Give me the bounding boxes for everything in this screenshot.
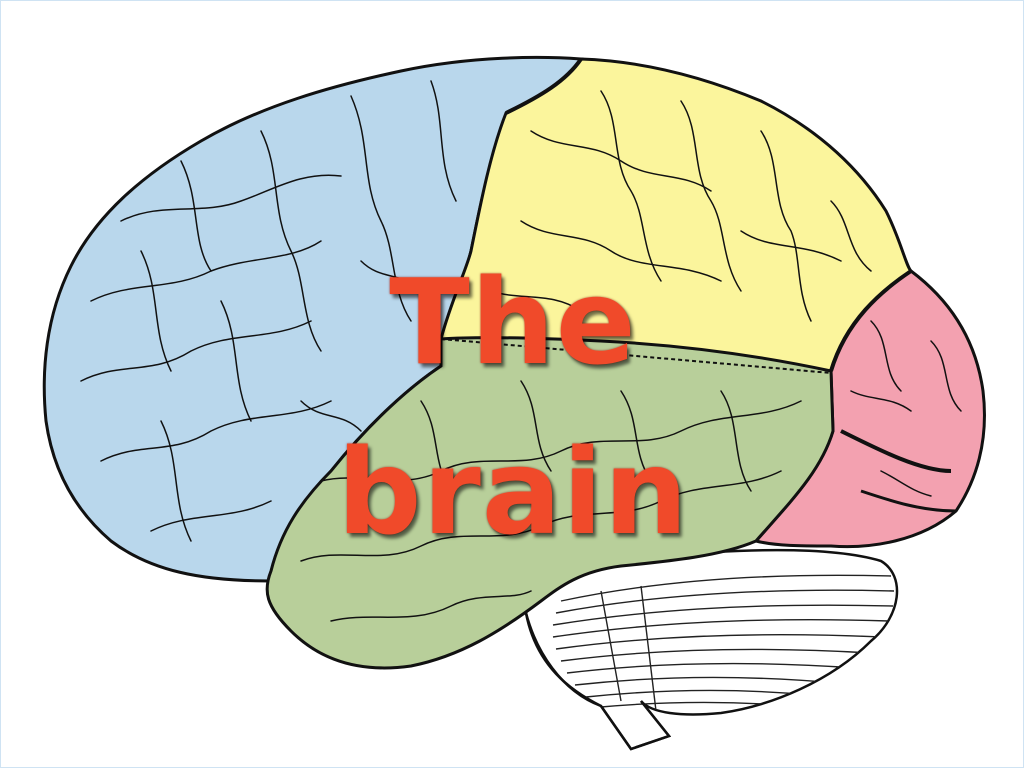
cerebellum (524, 548, 899, 751)
temporal-lobe (265, 336, 835, 670)
gyri-lines (80, 80, 962, 622)
lobe-boundaries (440, 57, 957, 513)
brainstem (524, 612, 672, 751)
cerebellum-folia (552, 574, 895, 712)
slide-title-line-1: The (389, 253, 637, 391)
slide-title-line-2: brain (337, 423, 689, 561)
